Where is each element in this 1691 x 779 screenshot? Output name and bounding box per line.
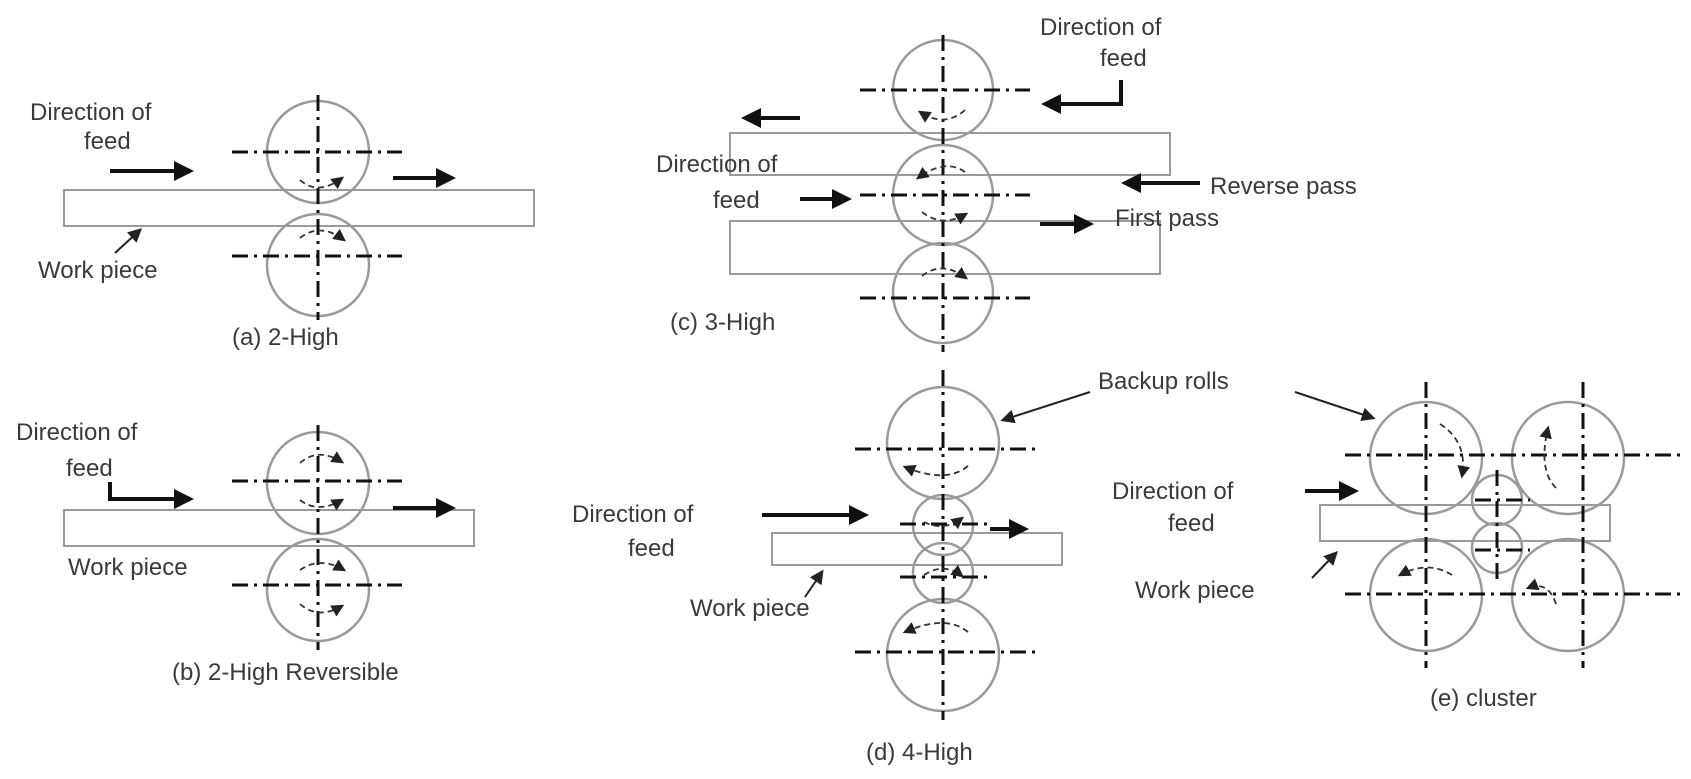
feed-label-line-2: feed: [66, 455, 113, 482]
lower-work-piece: [729, 220, 1161, 275]
work-piece: [63, 189, 535, 227]
feed-label-line-1: Direction of: [656, 151, 778, 178]
feed-label-line-1: Direction of: [16, 419, 138, 446]
bottom-roll-rotation-arrow: [921, 266, 969, 280]
caption-cluster: (e) cluster: [1430, 685, 1537, 712]
feed-label-line-1: Direction of: [1112, 478, 1234, 505]
feed-label-line-1: Direction of: [572, 501, 694, 528]
lower-work-roll-rotation-arrow: [923, 564, 964, 578]
caption-2-high-reversible: (b) 2-High Reversible: [172, 659, 399, 686]
work-piece-pointer: [114, 228, 143, 254]
bottom-roll-rotation-arrow-upper: [299, 559, 347, 572]
middle-roll-rotation-arrow-lower: [921, 211, 969, 225]
feed-arrow-in: [108, 482, 194, 509]
feed-label-line-2: feed: [628, 535, 675, 562]
work-piece-label: Work piece: [38, 257, 158, 284]
bottom-right-rotation-arrow: [1525, 578, 1557, 605]
caption-4-high: (d) 4-High: [866, 739, 973, 766]
top-roll-rotation-arrow: [299, 176, 345, 190]
top-feed-label-line-2: feed: [1100, 45, 1147, 72]
top-right-rotation-arrow: [1539, 425, 1557, 489]
diagram-cluster: Direction of feed Work piece (e) cluster: [1112, 382, 1680, 712]
caption-2-high: (a) 2-High: [232, 324, 339, 351]
diagram-4-high: Backup rolls Direction of feed Work piec…: [572, 368, 1376, 766]
middle-roll-rotation-arrow-upper: [915, 165, 966, 180]
work-piece-pointer: [804, 569, 824, 598]
feed-label-line-2: feed: [713, 187, 760, 214]
work-piece-label: Work piece: [68, 554, 188, 581]
work-piece: [1319, 504, 1611, 542]
diagram-2-high: Direction of feed Work piece (a) 2-High: [30, 95, 535, 351]
bottom-roll-rotation-arrow-lower: [299, 603, 345, 617]
upper-backup-rotation-arrow: [902, 465, 969, 477]
upper-work-roll-rotation-arrow: [923, 516, 964, 530]
work-piece-label: Work piece: [690, 595, 810, 622]
feed-label-line-2: feed: [84, 128, 131, 155]
diagram-2-high-reversible: Direction of feed Work piece (b) 2-High …: [16, 419, 475, 686]
lower-backup-rotation-arrow: [902, 622, 969, 634]
reverse-pass-label: Reverse pass: [1210, 173, 1357, 200]
top-feed-label-line-1: Direction of: [1040, 14, 1162, 41]
top-roll-rotation-arrow-lower: [299, 498, 345, 511]
work-piece-label: Work piece: [1135, 577, 1255, 604]
bottom-left-rotation-arrow: [1397, 564, 1453, 577]
diagram-3-high: Direction of feed Direction of feed Reve…: [656, 14, 1357, 352]
first-pass-label: First pass: [1115, 205, 1219, 232]
top-feed-arrow: [1041, 80, 1123, 114]
backup-rolls-label: Backup rolls: [1098, 368, 1229, 395]
backup-rolls-pointer-right: [1294, 391, 1376, 422]
top-right-backup-roll: [1510, 400, 1626, 516]
top-left-rotation-arrow: [1439, 423, 1470, 479]
top-roll-rotation-arrow: [917, 109, 966, 123]
work-piece-pointer: [1311, 550, 1338, 579]
feed-label-line-1: Direction of: [30, 99, 152, 126]
bottom-roll: [265, 537, 371, 643]
caption-3-high: (c) 3-High: [670, 309, 775, 336]
work-piece: [63, 509, 475, 547]
feed-label-line-2: feed: [1168, 510, 1215, 537]
bottom-roll-rotation-arrow: [299, 228, 347, 242]
top-roll-rotation-arrow-upper: [299, 451, 345, 464]
backup-rolls-pointer-left: [1000, 391, 1091, 424]
